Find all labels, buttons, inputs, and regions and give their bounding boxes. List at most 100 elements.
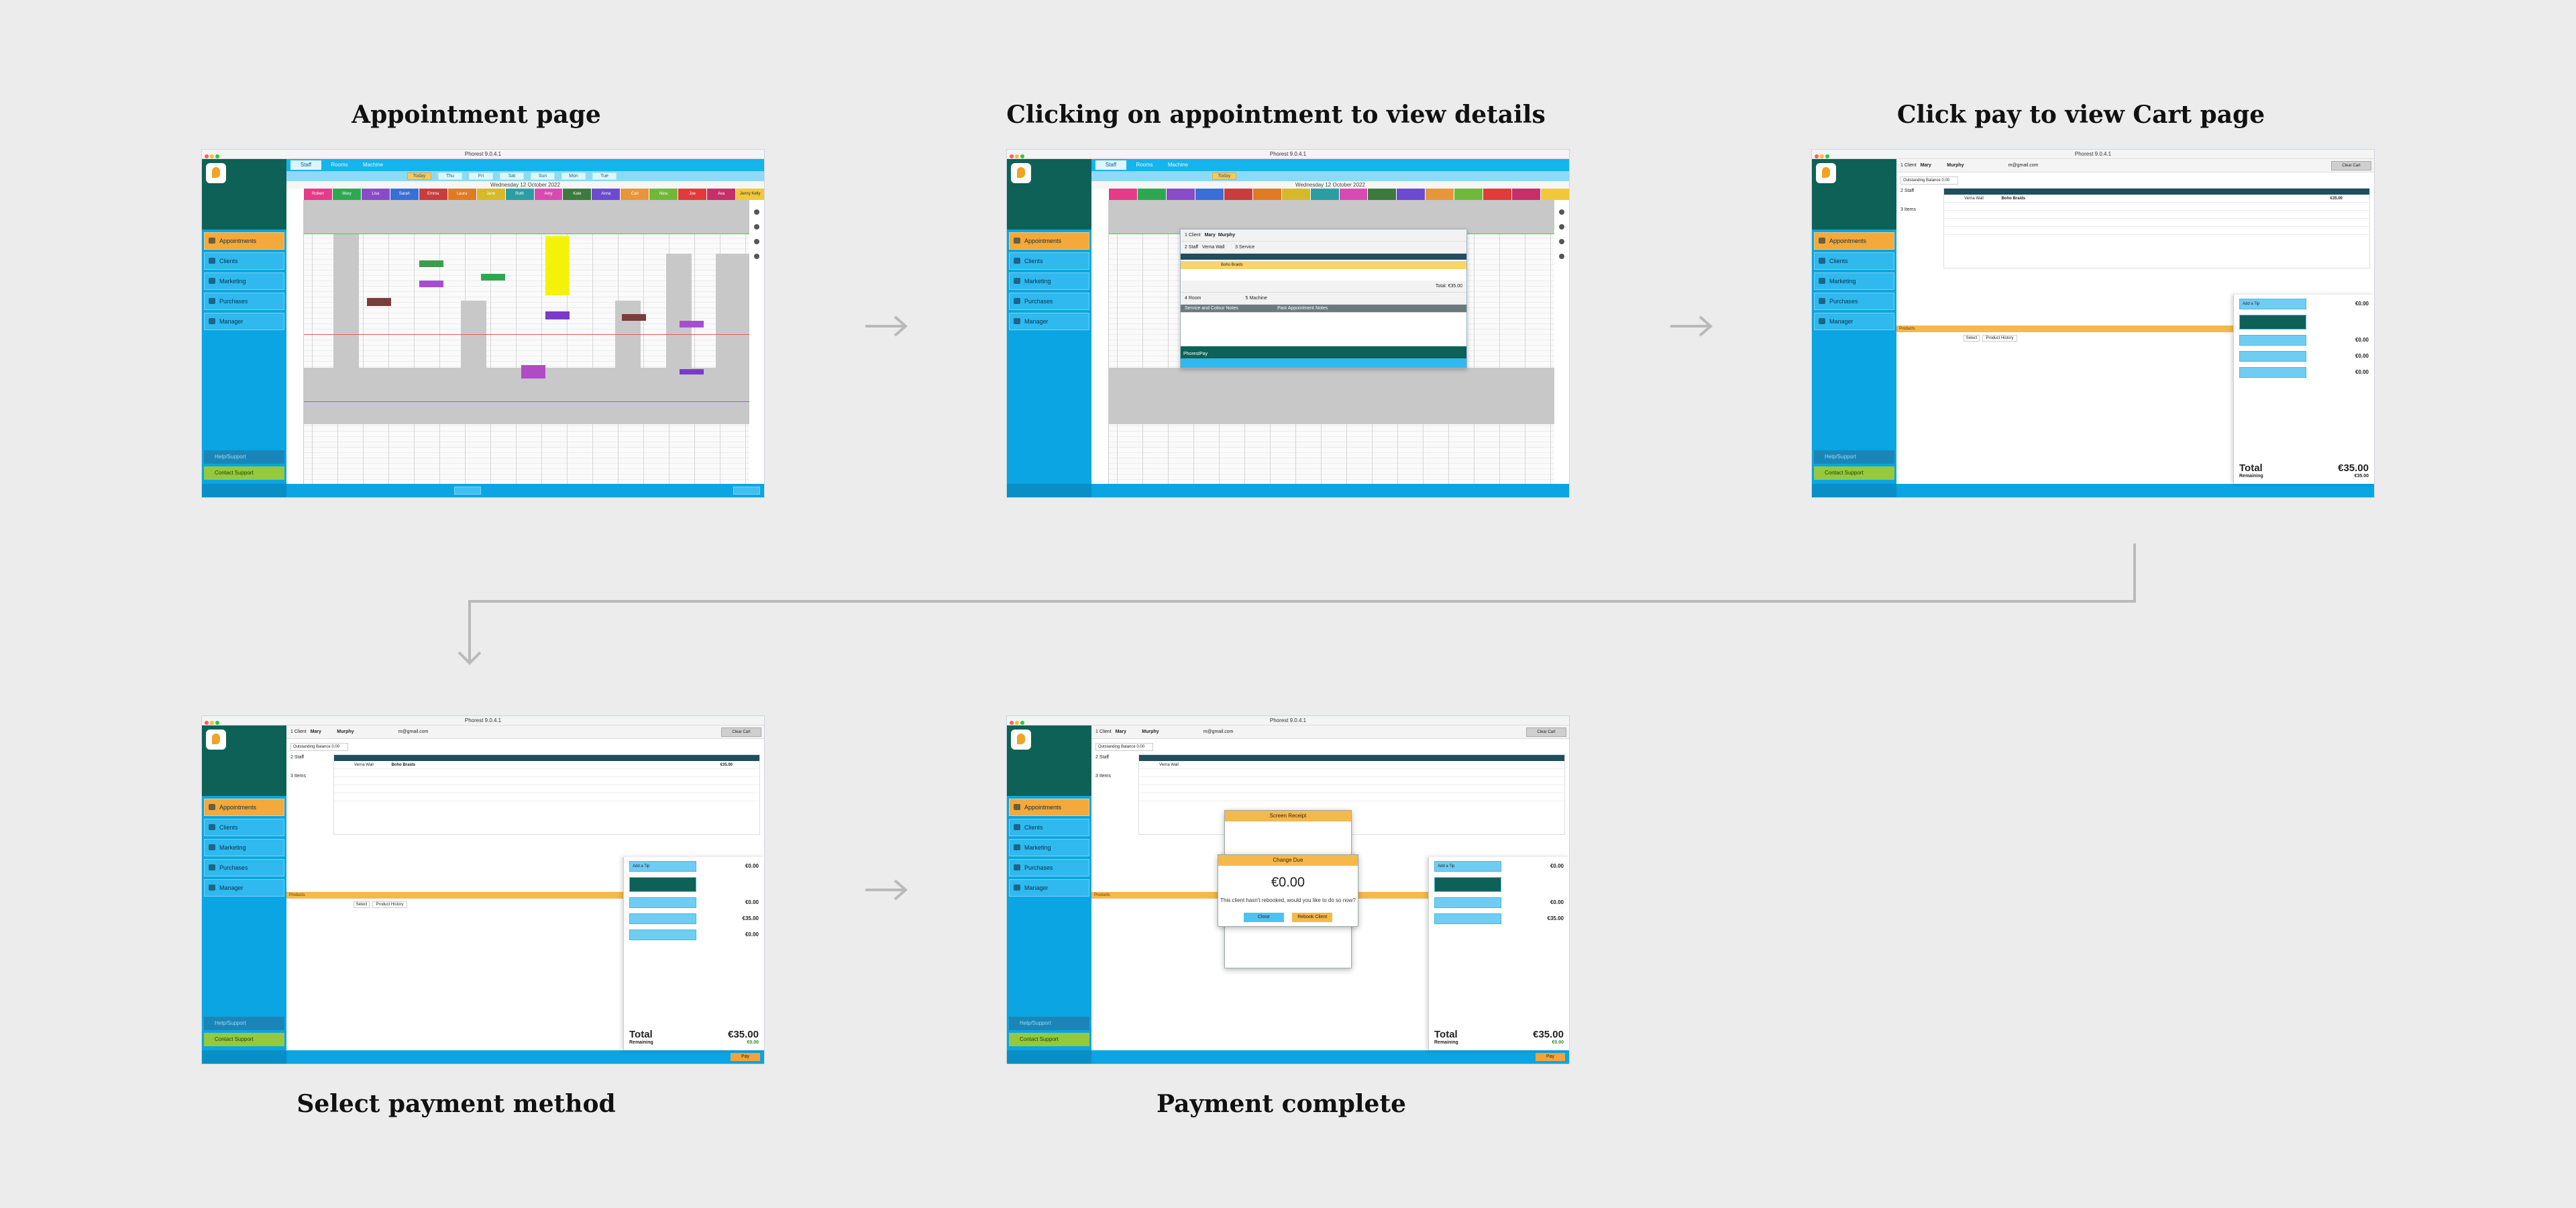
pay-button[interactable]: Pay (731, 1053, 760, 1061)
sidebar-item-purchases[interactable]: Purchases (204, 859, 284, 876)
help-support-button[interactable]: Help/Support (204, 450, 284, 464)
phorestpay-button[interactable] (1434, 877, 1501, 892)
product-select-button[interactable]: Select (1964, 335, 1980, 342)
sidebar-item-appointments[interactable]: Appointments (1814, 232, 1894, 250)
staff-column-header[interactable]: Mary (332, 189, 361, 200)
window-controls[interactable] (1010, 152, 1026, 162)
tab-rooms[interactable]: Rooms (331, 162, 348, 168)
staff-column-header[interactable]: Robert (304, 189, 332, 200)
tab-machine[interactable]: Machine (1167, 162, 1189, 168)
day-chip[interactable]: Tue (592, 172, 616, 180)
outstanding-balance[interactable]: Outstanding Balance 0.00 (290, 743, 348, 751)
tool-icon[interactable] (754, 239, 759, 244)
sidebar-item-manager[interactable]: Manager (204, 313, 284, 330)
sidebar-item-clients[interactable]: Clients (204, 252, 284, 270)
sidebar-item-purchases[interactable]: Purchases (1009, 293, 1089, 310)
sidebar-item-manager[interactable]: Manager (1009, 879, 1089, 897)
sidebar-item-marketing[interactable]: Marketing (204, 272, 284, 290)
add-tip-button[interactable]: Add a Tip (2239, 299, 2306, 309)
clear-cart-button[interactable]: Clear Cart (721, 727, 761, 737)
sidebar-item-appointments[interactable]: Appointments (1009, 232, 1089, 250)
payment-method-button[interactable] (2239, 335, 2306, 346)
contact-support-button[interactable]: Contact Support (1009, 1033, 1089, 1046)
tab-staff[interactable]: Staff (1095, 160, 1126, 170)
phorestpay-button[interactable] (2239, 315, 2306, 330)
day-chip[interactable]: Sun (531, 172, 555, 180)
appointment-block[interactable] (622, 314, 646, 321)
sidebar-item-clients[interactable]: Clients (1009, 819, 1089, 836)
staff-column-header[interactable]: Nina (649, 189, 678, 200)
staff-column-header[interactable]: Carl (621, 189, 649, 200)
window-controls[interactable] (1815, 152, 1831, 162)
staff-column-header[interactable]: Laura (447, 189, 476, 200)
contact-support-button[interactable]: Contact Support (204, 1033, 284, 1046)
appointment-block-selected[interactable] (545, 236, 570, 295)
payment-method-button[interactable] (629, 929, 696, 940)
close-button[interactable]: Close (1243, 913, 1284, 922)
appointment-block[interactable] (680, 369, 704, 374)
help-support-button[interactable]: Help/Support (1009, 1017, 1089, 1030)
clear-cart-button[interactable]: Clear Cart (1526, 727, 1566, 737)
details-room-machine-row[interactable]: 4 Room 5 Machine (1181, 293, 1466, 305)
appointment-block[interactable] (367, 298, 391, 306)
payment-method-button[interactable] (629, 913, 696, 924)
table-row[interactable]: Verna Wall Boho Braids€35.00 (334, 761, 759, 769)
tool-icon[interactable] (754, 254, 759, 259)
day-chip[interactable]: Thu (438, 172, 462, 180)
table-row[interactable]: Verna Wall Boho Braids€35.00 (1944, 195, 2369, 203)
payment-method-button[interactable] (629, 897, 696, 908)
sidebar-item-appointments[interactable]: Appointments (204, 232, 284, 250)
appointment-block[interactable] (680, 321, 704, 328)
day-chip[interactable]: Sat (500, 172, 524, 180)
rebook-client-button[interactable]: Rebook Client (1292, 913, 1333, 922)
payment-method-button[interactable] (1434, 913, 1501, 924)
tab-rooms[interactable]: Rooms (1136, 162, 1153, 168)
tab-staff[interactable]: Staff (290, 160, 321, 170)
tab-machine[interactable]: Machine (362, 162, 384, 168)
day-chip-today[interactable]: Today (407, 172, 431, 180)
payment-method-button[interactable] (2239, 351, 2306, 362)
day-chip[interactable]: Fri (469, 172, 493, 180)
window-controls[interactable] (205, 719, 221, 728)
bottom-action-button[interactable] (454, 487, 481, 495)
appointment-grid[interactable] (286, 200, 760, 484)
details-client-row[interactable]: 1 Client Mary Murphy (1181, 230, 1466, 242)
tool-icon[interactable] (754, 209, 759, 215)
staff-column-header[interactable]: Ruth (505, 189, 534, 200)
sidebar-item-marketing[interactable]: Marketing (1814, 272, 1894, 290)
window-controls[interactable] (1010, 719, 1026, 728)
day-chip-today[interactable]: Today (1212, 172, 1236, 180)
payment-method-button[interactable] (2239, 367, 2306, 378)
staff-column-header[interactable]: Lisa (361, 189, 390, 200)
staff-column-header[interactable]: Jane (476, 189, 505, 200)
appointment-block[interactable] (545, 311, 570, 319)
product-history-button[interactable]: Product History (372, 901, 407, 908)
staff-column-header[interactable]: Amy (534, 189, 563, 200)
phorestpay-button[interactable] (629, 877, 696, 892)
pay-button[interactable]: Pay (1536, 1053, 1565, 1061)
table-row[interactable]: Verna Wall (1139, 761, 1564, 769)
contact-support-button[interactable]: Contact Support (204, 466, 284, 480)
sidebar-item-purchases[interactable]: Purchases (1009, 859, 1089, 876)
service-row[interactable]: Boho Braids (1181, 261, 1466, 269)
sidebar-item-purchases[interactable]: Purchases (204, 293, 284, 310)
bottom-action-button[interactable] (733, 487, 760, 495)
window-controls[interactable] (205, 152, 221, 162)
sidebar-item-manager[interactable]: Manager (1814, 313, 1894, 330)
sidebar-item-clients[interactable]: Clients (1814, 252, 1894, 270)
day-chip[interactable]: Mon (561, 172, 586, 180)
help-support-button[interactable]: Help/Support (204, 1017, 284, 1030)
appointment-block[interactable] (419, 260, 443, 267)
payment-method-button[interactable] (1434, 897, 1501, 908)
details-notes-row[interactable]: Service and Colour Notes Past Appointmen… (1181, 305, 1466, 313)
sidebar-item-purchases[interactable]: Purchases (1814, 293, 1894, 310)
sidebar-item-clients[interactable]: Clients (204, 819, 284, 836)
staff-column-header[interactable]: Sarah (390, 189, 419, 200)
appointment-block[interactable] (419, 281, 443, 287)
appointment-block[interactable] (521, 365, 545, 379)
staff-column-header[interactable]: Jenny Kelly (736, 189, 764, 200)
help-support-button[interactable]: Help/Support (1814, 450, 1894, 464)
staff-column-header[interactable]: Kate (563, 189, 592, 200)
add-tip-button[interactable]: Add a Tip (1434, 861, 1501, 872)
product-history-button[interactable]: Product History (1982, 335, 2017, 342)
